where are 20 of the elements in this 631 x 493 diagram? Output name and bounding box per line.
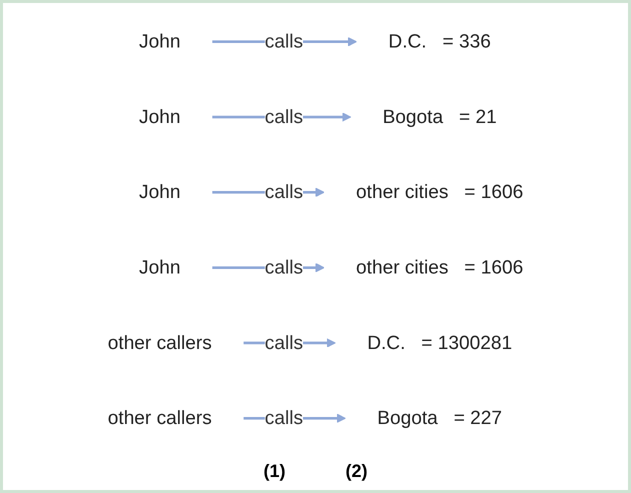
node-text: John [139, 106, 180, 128]
node-text: John [139, 256, 180, 278]
node-text: Bogota = 21 [382, 106, 497, 128]
node-text: D.C. = 1300281 [367, 332, 512, 354]
node-text: John [139, 181, 180, 202]
node-text: John [139, 30, 180, 52]
node-text: other callers [108, 332, 212, 354]
node-text: D.C. = 336 [388, 30, 491, 52]
panel-label: (1) [264, 461, 286, 482]
node-text: Bogota = 227 [377, 407, 502, 428]
edge-label: calls [264, 407, 304, 428]
panel-label: (2) [346, 461, 368, 482]
edge-label: calls [264, 30, 304, 52]
edge-label: calls [264, 256, 304, 278]
edge-label: calls [264, 106, 304, 128]
edge-label: calls [264, 332, 304, 354]
edge-label: calls [264, 181, 304, 202]
node-text: other cities = 1606 [356, 181, 524, 202]
node-text: other callers [108, 407, 212, 428]
node-text: other cities = 1606 [356, 256, 524, 278]
